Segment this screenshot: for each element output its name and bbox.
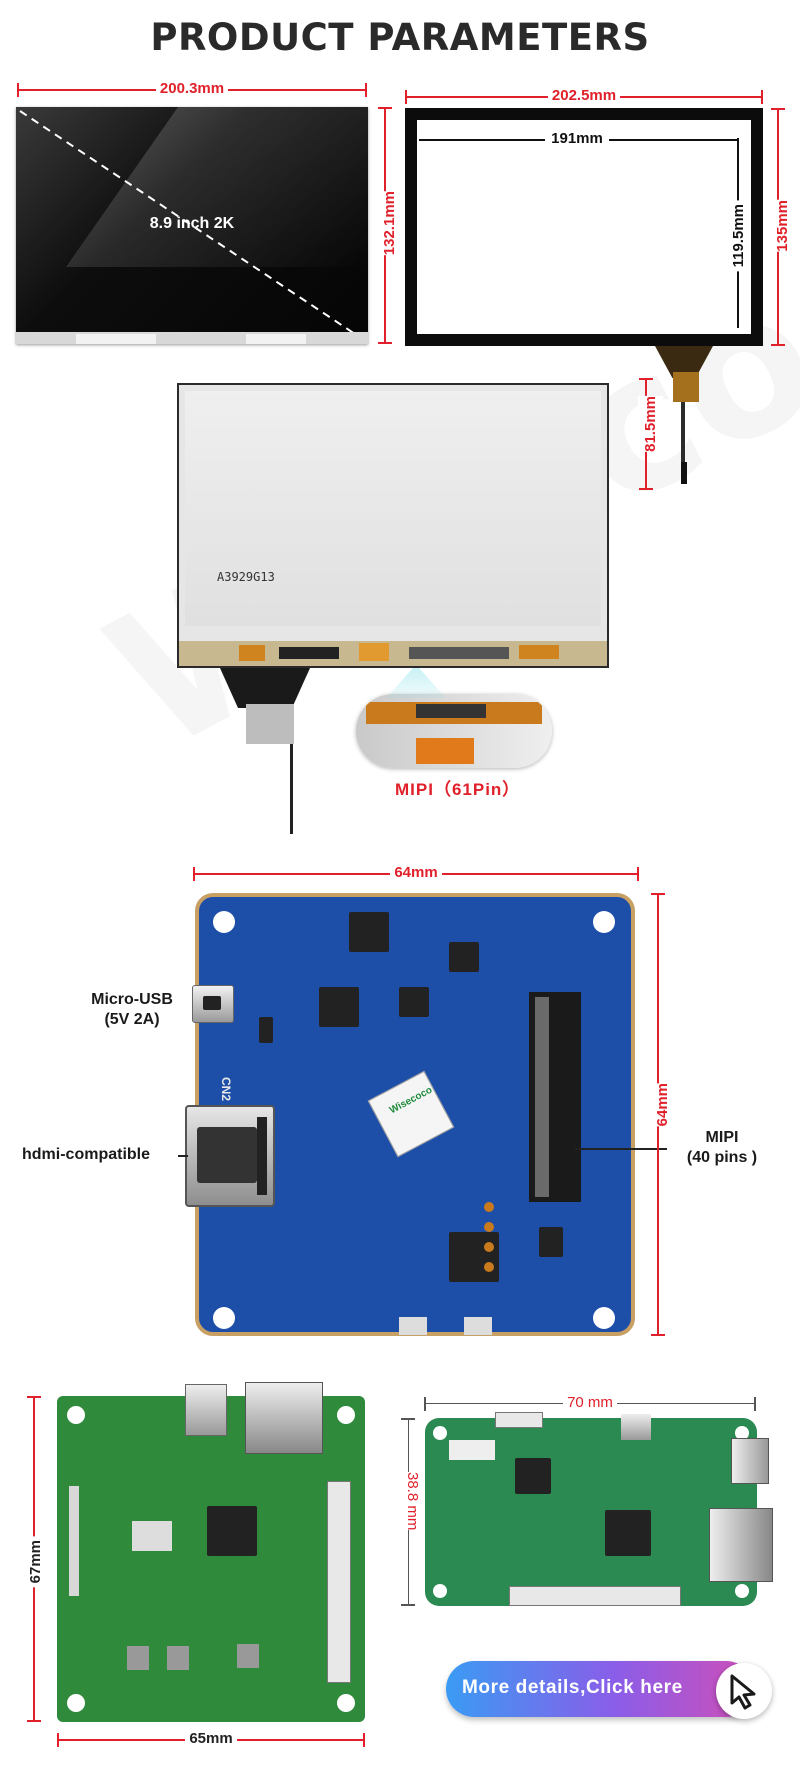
micro-usb-port [192, 985, 234, 1023]
green-board-right [425, 1412, 773, 1606]
green-board-left-width-dimension: 65mm [57, 1730, 365, 1750]
green-board-right-height-label: 38.8 mm [400, 1472, 425, 1531]
touch-inner-height-label: 119.5mm [730, 200, 747, 272]
hdmi-pointer-line [178, 1155, 188, 1157]
touch-outer-width-label: 202.5mm [547, 87, 621, 104]
cable-length-dimension: 81.5mm [636, 378, 663, 490]
cursor-arrow-icon [730, 1674, 756, 1710]
more-details-button[interactable]: More details,Click here [446, 1661, 754, 1717]
display-height-dimension: 132.1mm [375, 107, 402, 344]
hdmi-label: hdmi-compatible [22, 1146, 151, 1163]
touch-panel: 191mm 119.5mm [405, 108, 763, 346]
blue-board-height-dimension: 64mm [648, 893, 675, 1336]
blue-board-width-dimension: 64mm [193, 864, 639, 884]
page-title: PRODUCT PARAMETERS [150, 16, 650, 59]
blue-board-height-label: 64mm [650, 1083, 675, 1127]
micro-usb-label: Micro-USB (5V 2A) [91, 991, 173, 1028]
touch-width-dimension: 202.5mm [405, 87, 763, 107]
cn2-silkscreen: CN2 [219, 1076, 234, 1102]
touch-outer-height-label: 135mm [770, 200, 795, 252]
screen-size-label: 8.9 inch 2K [149, 215, 235, 232]
mipi-pointer-line [575, 1148, 667, 1150]
green-board-right-width-dimension: 70 mm [424, 1394, 756, 1414]
lcd-back-panel: A3929G13 [177, 383, 609, 668]
mipi-40pin-label: MIPI (40 pins ) [686, 1129, 758, 1166]
mipi-connector-zoom [356, 694, 552, 768]
mipi-zoom-beam [386, 668, 446, 698]
blue-board-width-label: 64mm [390, 864, 442, 881]
touch-height-dimension: 135mm [768, 108, 795, 346]
hdmi-port [185, 1105, 275, 1207]
cable-length-label: 81.5mm [638, 396, 663, 452]
display-width-label: 200.3mm [155, 80, 229, 97]
green-board-left-height-label: 67mm [27, 1536, 44, 1588]
green-board-right-height-dimension: 38.8 mm [398, 1418, 425, 1606]
more-details-label: More details,Click here [462, 1677, 683, 1698]
touch-inner-width-label: 191mm [545, 130, 609, 147]
click-cursor-icon[interactable] [716, 1663, 772, 1719]
display-panel: 8.9 inch 2K [16, 107, 368, 344]
green-board-left-height-dimension: 67mm [24, 1396, 48, 1722]
touch-inner-height-dimension: 119.5mm [727, 138, 749, 328]
green-board-left [57, 1382, 365, 1722]
lcd-fpc-cable [220, 668, 310, 838]
mipi-61pin-label: MIPI（61Pin） [395, 780, 521, 799]
touch-fpc-cable [655, 346, 715, 491]
green-board-left-width-label: 65mm [185, 1730, 237, 1747]
display-width-dimension: 200.3mm [17, 80, 367, 100]
green-board-right-width-label: 70 mm [563, 1394, 617, 1411]
panel-code: A3929G13 [217, 570, 275, 584]
touch-inner-width-dimension: 191mm [417, 130, 751, 150]
display-height-label: 132.1mm [377, 191, 402, 256]
